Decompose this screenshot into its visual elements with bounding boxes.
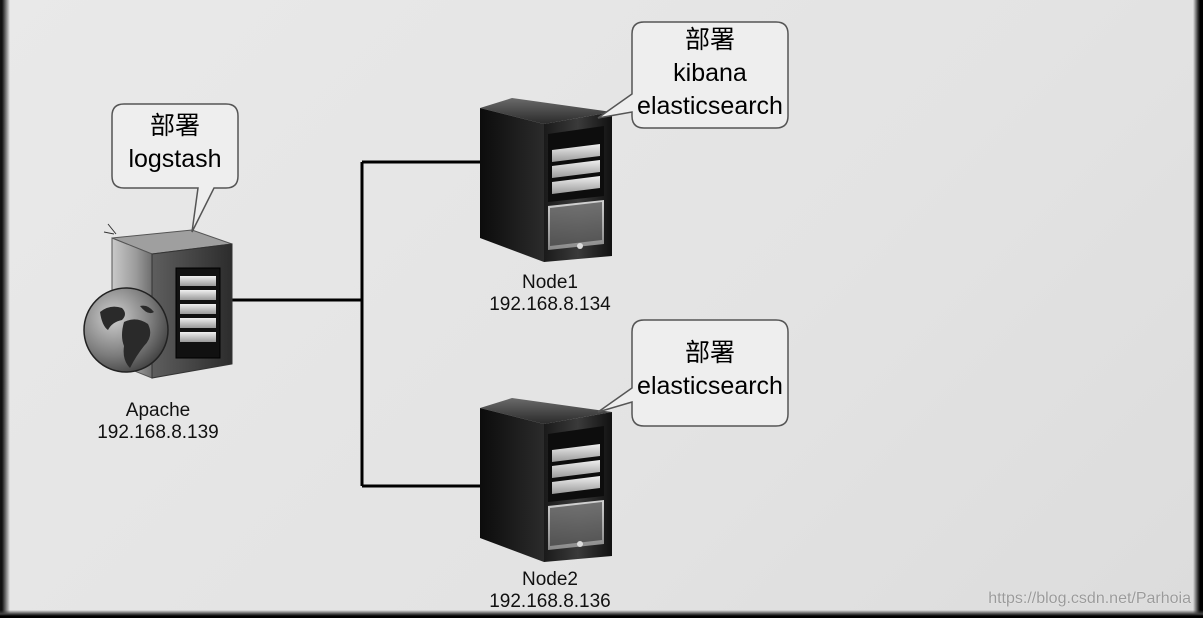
frame-bottom-edge (0, 610, 1203, 618)
callout-node1-bubble (597, 21, 789, 129)
frame-left-edge (0, 0, 10, 618)
apache-name: Apache (125, 400, 191, 421)
callout-node1-line1: kibana (673, 59, 747, 87)
watermark: https://blog.csdn.net/Parhoia (988, 590, 1191, 607)
node1-label: Node1 192.168.8.134 (470, 272, 630, 316)
apache-server-icon (83, 223, 233, 379)
callout-node1-text: 部署 kibana elasticsearch (632, 24, 788, 123)
node2-name: Node2 (522, 569, 578, 590)
callout-node2-bubble (597, 319, 789, 427)
node1-ip: 192.168.8.134 (489, 294, 611, 315)
node2-server-icon (480, 398, 612, 562)
node2-ip: 192.168.8.136 (489, 591, 611, 612)
callout-apache-title: 部署 (149, 112, 200, 140)
callout-apache-bubble (111, 103, 239, 233)
callout-apache-line1: logstash (128, 145, 222, 173)
node1-server-icon (480, 98, 612, 262)
callout-node1-line2: elasticsearch (637, 92, 783, 120)
callout-apache-text: 部署 logstash (112, 110, 238, 176)
callout-node1-title: 部署 (684, 26, 735, 54)
node1-name: Node1 (522, 272, 578, 293)
frame-right-edge (1193, 0, 1203, 618)
network-links (232, 160, 480, 488)
callout-node2-line1: elasticsearch (637, 372, 783, 400)
callout-node2-text: 部署 elasticsearch (632, 337, 788, 403)
apache-label: Apache 192.168.8.139 (78, 400, 238, 444)
apache-ip: 192.168.8.139 (97, 422, 219, 443)
node2-label: Node2 192.168.8.136 (470, 569, 630, 613)
callout-node2-title: 部署 (684, 339, 735, 367)
